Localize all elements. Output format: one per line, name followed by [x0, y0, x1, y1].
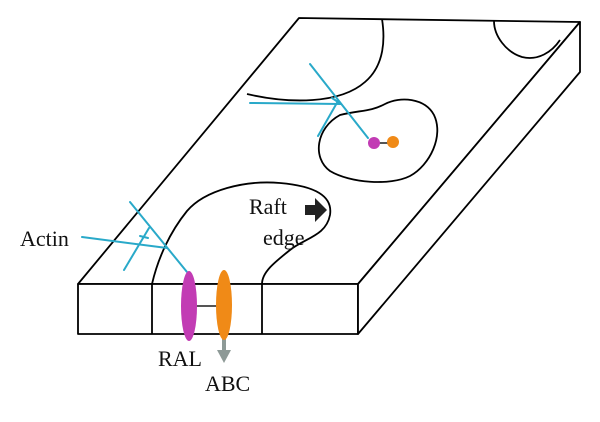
- raft-edge-label-line2: edge: [263, 225, 305, 250]
- abc-label: ABC: [205, 371, 250, 396]
- raft-domain-top-left: [246, 18, 385, 102]
- raft-domain-front: [151, 181, 332, 285]
- actin-label: Actin: [20, 226, 69, 251]
- ral-dot: [368, 137, 380, 149]
- actin-filament-lower: [81, 201, 188, 273]
- actin-filament-upper: [249, 63, 369, 139]
- slab-side-face: [357, 21, 581, 335]
- raft-edge-label-line1: Raft: [249, 194, 287, 219]
- membrane-slab: [77, 17, 581, 335]
- raft-domains: [151, 18, 561, 285]
- island-protein-complex: [368, 136, 399, 149]
- right-arrow-icon: [305, 198, 327, 222]
- down-arrow-icon: [217, 350, 231, 363]
- raft-domain-island: [317, 98, 439, 183]
- ral-label: RAL: [158, 346, 202, 371]
- raft-domain-top-right: [493, 20, 561, 59]
- ral-protein: [181, 271, 197, 341]
- abc-dot: [387, 136, 399, 148]
- actin-filaments: [81, 63, 369, 273]
- abc-protein: [216, 270, 232, 340]
- transmembrane-proteins: [181, 270, 232, 363]
